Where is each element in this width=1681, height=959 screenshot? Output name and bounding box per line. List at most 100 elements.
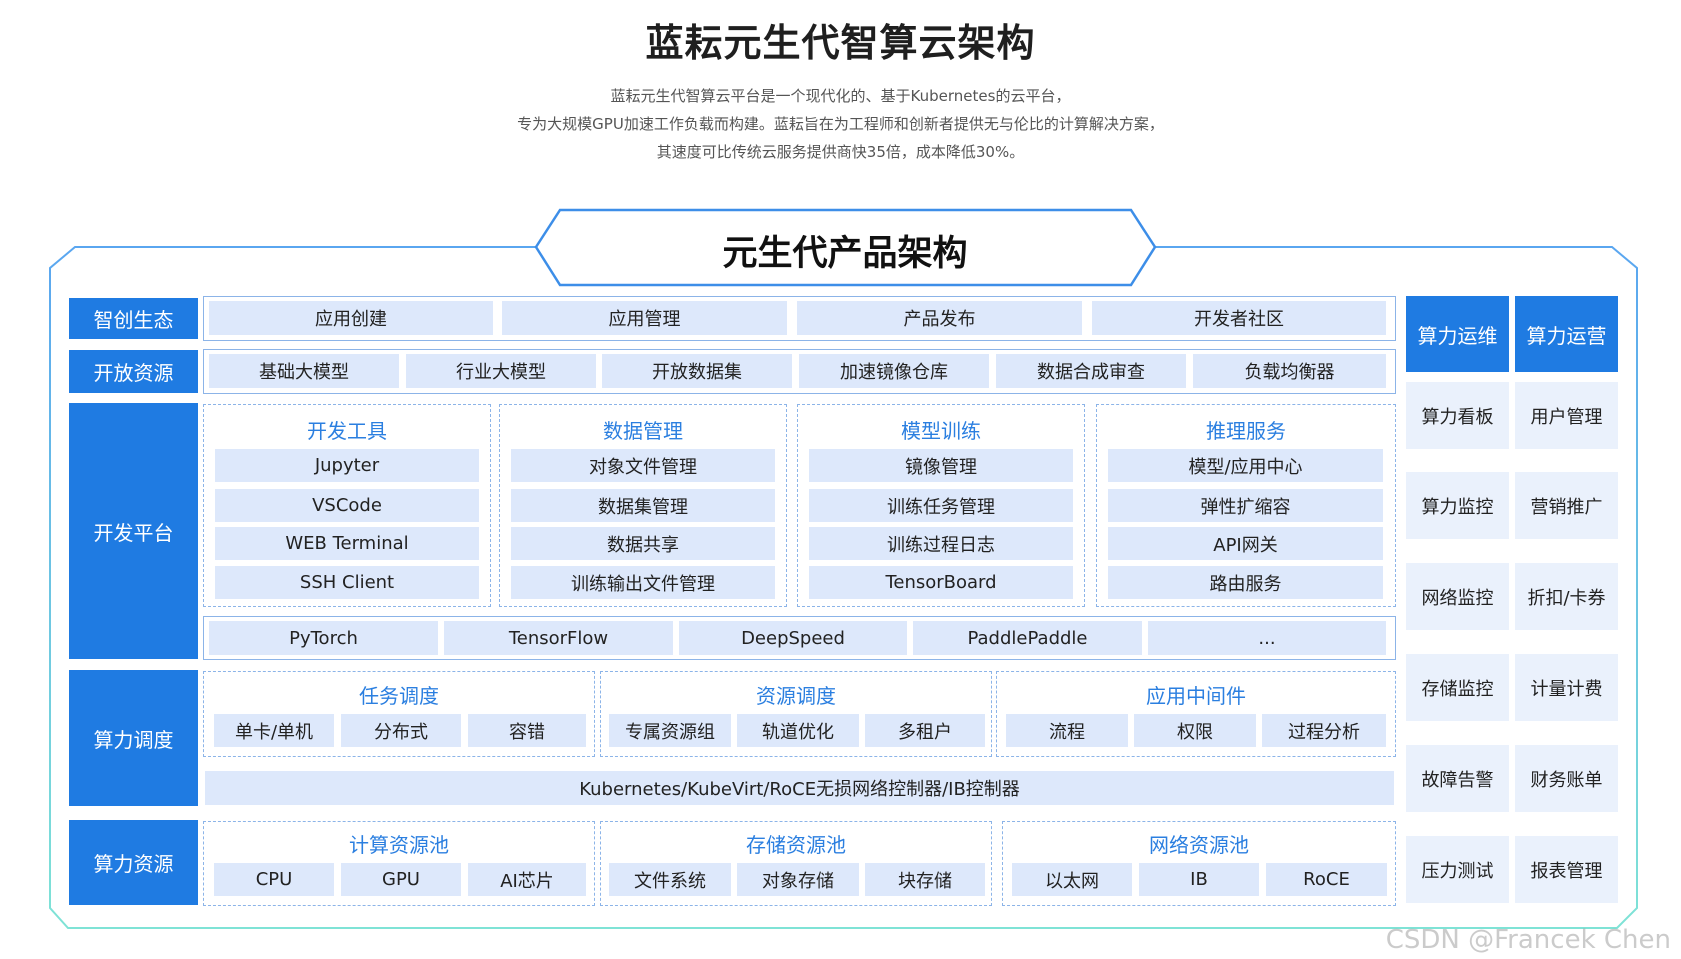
sched-item: 专属资源组 xyxy=(609,714,731,747)
group-title: 任务调度 xyxy=(359,684,439,708)
intro-line-2: 专为大规模GPU加速工作负载而构建。蓝耘旨在为工程师和创新者提供无与伦比的计算解… xyxy=(517,115,1164,133)
dev-tool-item: SSH Client xyxy=(215,566,479,599)
ops-item-storage: 存储监控 xyxy=(1406,654,1509,721)
resource-item: 块存储 xyxy=(865,863,985,896)
group-title: 计算资源池 xyxy=(349,833,449,857)
resource-item: IB xyxy=(1139,863,1259,896)
open-item-industry-model: 行业大模型 xyxy=(406,354,596,388)
training-item: 训练任务管理 xyxy=(809,489,1073,522)
open-item-load-balancer: 负载均衡器 xyxy=(1193,354,1386,388)
ops-item-stress-test: 压力测试 xyxy=(1406,836,1509,903)
group-task-scheduling: 任务调度 单卡/单机 分布式 容错 xyxy=(203,671,595,757)
data-mgmt-item: 训练输出文件管理 xyxy=(511,566,775,599)
group-title: 网络资源池 xyxy=(1149,833,1249,857)
ecosystem-panel: 应用创建 应用管理 产品发布 开发者社区 xyxy=(203,296,1396,341)
ecosystem-item-app-create: 应用创建 xyxy=(209,301,493,335)
title-banner xyxy=(534,208,1157,287)
sched-item: 权限 xyxy=(1134,714,1256,747)
operation-item-coupons: 折扣/卡券 xyxy=(1515,563,1618,630)
resource-item: 文件系统 xyxy=(609,863,731,896)
category-open-resources: 开放资源 xyxy=(69,350,198,393)
resource-item: AI芯片 xyxy=(468,863,586,896)
framework-item: PaddlePaddle xyxy=(913,621,1142,655)
open-item-data-review: 数据合成审查 xyxy=(996,354,1186,388)
category-resources: 算力资源 xyxy=(69,820,198,905)
open-item-dataset: 开放数据集 xyxy=(602,354,792,388)
inference-item: 模型/应用中心 xyxy=(1108,449,1383,482)
sched-item: 容错 xyxy=(468,714,586,747)
group-model-training: 模型训练 镜像管理 训练任务管理 训练过程日志 TensorBoard xyxy=(797,404,1085,607)
watermark: CSDN @Francek Chen xyxy=(1385,925,1671,955)
resource-item: 以太网 xyxy=(1012,863,1132,896)
category-scheduling: 算力调度 xyxy=(69,670,198,806)
data-mgmt-item: 数据共享 xyxy=(511,527,775,560)
category-dev-platform: 开发平台 xyxy=(69,403,198,659)
training-item: TensorBoard xyxy=(809,566,1073,599)
training-item: 镜像管理 xyxy=(809,449,1073,482)
intro-line-3: 其速度可比传统云服务提供商快35倍，成本降低30%。 xyxy=(656,143,1025,161)
sched-item: 流程 xyxy=(1006,714,1128,747)
category-ecosystem: 智创生态 xyxy=(69,298,198,339)
framework-item-more: ... xyxy=(1148,621,1386,655)
group-network-pool: 网络资源池 以太网 IB RoCE xyxy=(1002,821,1396,906)
ops-item-dashboard: 算力看板 xyxy=(1406,382,1509,449)
operation-item-marketing: 营销推广 xyxy=(1515,472,1618,539)
inference-item: 弹性扩缩容 xyxy=(1108,489,1383,522)
open-resources-panel: 基础大模型 行业大模型 开放数据集 加速镜像仓库 数据合成审查 负载均衡器 xyxy=(203,349,1396,394)
ecosystem-item-community: 开发者社区 xyxy=(1092,301,1386,335)
ops-item-monitor: 算力监控 xyxy=(1406,472,1509,539)
data-mgmt-item: 数据集管理 xyxy=(511,489,775,522)
group-dev-tools: 开发工具 Jupyter VSCode WEB Terminal SSH Cli… xyxy=(203,404,491,607)
dev-tool-item: VSCode xyxy=(215,489,479,522)
group-data-management: 数据管理 对象文件管理 数据集管理 数据共享 训练输出文件管理 xyxy=(499,404,787,607)
group-title: 数据管理 xyxy=(603,419,683,443)
group-title: 开发工具 xyxy=(307,419,387,443)
dev-tool-item: Jupyter xyxy=(215,449,479,482)
framework-item: TensorFlow xyxy=(444,621,673,655)
group-title: 推理服务 xyxy=(1206,419,1286,443)
operation-item-finance: 财务账单 xyxy=(1515,745,1618,812)
ops-item-alert: 故障告警 xyxy=(1406,745,1509,812)
frameworks-panel: PyTorch TensorFlow DeepSpeed PaddlePaddl… xyxy=(203,616,1396,660)
page-title: 蓝耘元生代智算云架构 xyxy=(645,21,1036,65)
group-title: 存储资源池 xyxy=(746,833,846,857)
sched-item: 单卡/单机 xyxy=(214,714,334,747)
sched-item: 分布式 xyxy=(341,714,461,747)
architecture-title: 元生代产品架构 xyxy=(722,234,968,274)
sched-item: 轨道优化 xyxy=(737,714,859,747)
group-middleware: 应用中间件 流程 权限 过程分析 xyxy=(996,671,1396,757)
intro-text: 蓝耘元生代智算云平台是一个现代化的、基于Kubernetes的云平台， 专为大规… xyxy=(0,82,1681,166)
operation-item-reports: 报表管理 xyxy=(1515,836,1618,903)
training-item: 训练过程日志 xyxy=(809,527,1073,560)
kubernetes-bar: Kubernetes/KubeVirt/RoCE无损网络控制器/IB控制器 xyxy=(205,771,1394,805)
inference-item: API网关 xyxy=(1108,527,1383,560)
group-resource-scheduling: 资源调度 专属资源组 轨道优化 多租户 xyxy=(600,671,992,757)
group-inference: 推理服务 模型/应用中心 弹性扩缩容 API网关 路由服务 xyxy=(1096,404,1396,607)
operation-header: 算力运营 xyxy=(1515,296,1618,372)
group-title: 模型训练 xyxy=(901,419,981,443)
operation-item-users: 用户管理 xyxy=(1515,382,1618,449)
data-mgmt-item: 对象文件管理 xyxy=(511,449,775,482)
intro-line-1: 蓝耘元生代智算云平台是一个现代化的、基于Kubernetes的云平台， xyxy=(610,87,1071,105)
sched-item: 过程分析 xyxy=(1262,714,1386,747)
group-title: 应用中间件 xyxy=(1146,684,1246,708)
resource-item: RoCE xyxy=(1266,863,1387,896)
resource-item: GPU xyxy=(341,863,461,896)
ecosystem-item-app-manage: 应用管理 xyxy=(502,301,787,335)
group-title: 资源调度 xyxy=(756,684,836,708)
framework-item: DeepSpeed xyxy=(679,621,907,655)
ecosystem-item-publish: 产品发布 xyxy=(797,301,1082,335)
open-item-base-model: 基础大模型 xyxy=(209,354,399,388)
operation-item-billing: 计量计费 xyxy=(1515,654,1618,721)
framework-item: PyTorch xyxy=(209,621,438,655)
resource-item: 对象存储 xyxy=(737,863,859,896)
open-item-image-repo: 加速镜像仓库 xyxy=(799,354,989,388)
group-compute-pool: 计算资源池 CPU GPU AI芯片 xyxy=(203,821,595,906)
sched-item: 多租户 xyxy=(865,714,985,747)
outer-frame xyxy=(49,246,1638,929)
inference-item: 路由服务 xyxy=(1108,566,1383,599)
ops-item-network: 网络监控 xyxy=(1406,563,1509,630)
resource-item: CPU xyxy=(214,863,334,896)
group-storage-pool: 存储资源池 文件系统 对象存储 块存储 xyxy=(600,821,992,906)
